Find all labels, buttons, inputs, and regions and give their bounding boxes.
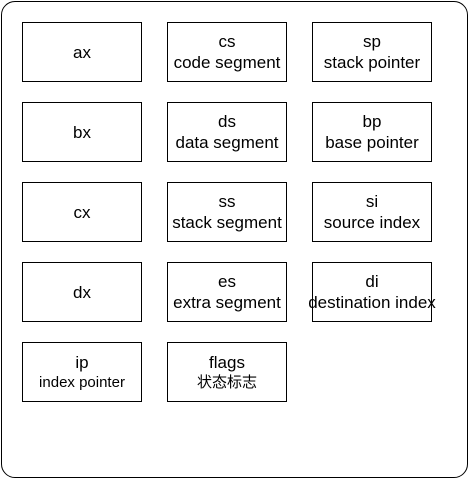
register-cx-name: cx (73, 202, 91, 222)
register-di-desc: destination index (308, 293, 436, 312)
register-ds-box: ds data segment (167, 102, 287, 162)
register-ds-desc: data segment (175, 133, 279, 152)
register-si-desc: source index (323, 213, 421, 232)
register-flags-box: flags 状态标志 (167, 342, 287, 402)
register-flags-name: flags (209, 352, 245, 372)
register-ss-desc: stack segment (172, 213, 282, 232)
register-cx-box: cx (22, 182, 142, 242)
register-es-desc: extra segment (173, 293, 281, 312)
register-bx-name: bx (73, 122, 91, 142)
register-ip-name: ip (75, 352, 89, 372)
register-dx-box: dx (22, 262, 142, 322)
register-ss-name: ss (218, 192, 236, 211)
register-bp-desc: base pointer (325, 133, 419, 152)
register-ax-name: ax (73, 42, 91, 62)
register-bp-name: bp (362, 112, 382, 131)
register-cs-desc: code segment (173, 53, 281, 72)
register-sp-box: sp stack pointer (312, 22, 432, 82)
register-cs-box: cs code segment (167, 22, 287, 82)
register-ip-box: ip index pointer (22, 342, 142, 402)
register-es-box: es extra segment (167, 262, 287, 322)
register-sp-name: sp (363, 32, 381, 51)
register-ss-box: ss stack segment (167, 182, 287, 242)
register-si-box: si source index (312, 182, 432, 242)
register-si-name: si (365, 192, 379, 211)
register-bp-box: bp base pointer (312, 102, 432, 162)
register-sp-desc: stack pointer (323, 53, 421, 72)
register-di-box: di destination index (308, 262, 436, 322)
register-bx-box: bx (22, 102, 142, 162)
register-dx-name: dx (73, 282, 91, 302)
register-ax-box: ax (22, 22, 142, 82)
register-es-name: es (218, 272, 236, 291)
register-cs-name: cs (218, 32, 236, 51)
register-ds-name: ds (218, 112, 236, 131)
register-flags-desc: 状态标志 (196, 373, 257, 391)
register-ip-desc: index pointer (39, 373, 125, 391)
register-di-name: di (365, 272, 379, 291)
